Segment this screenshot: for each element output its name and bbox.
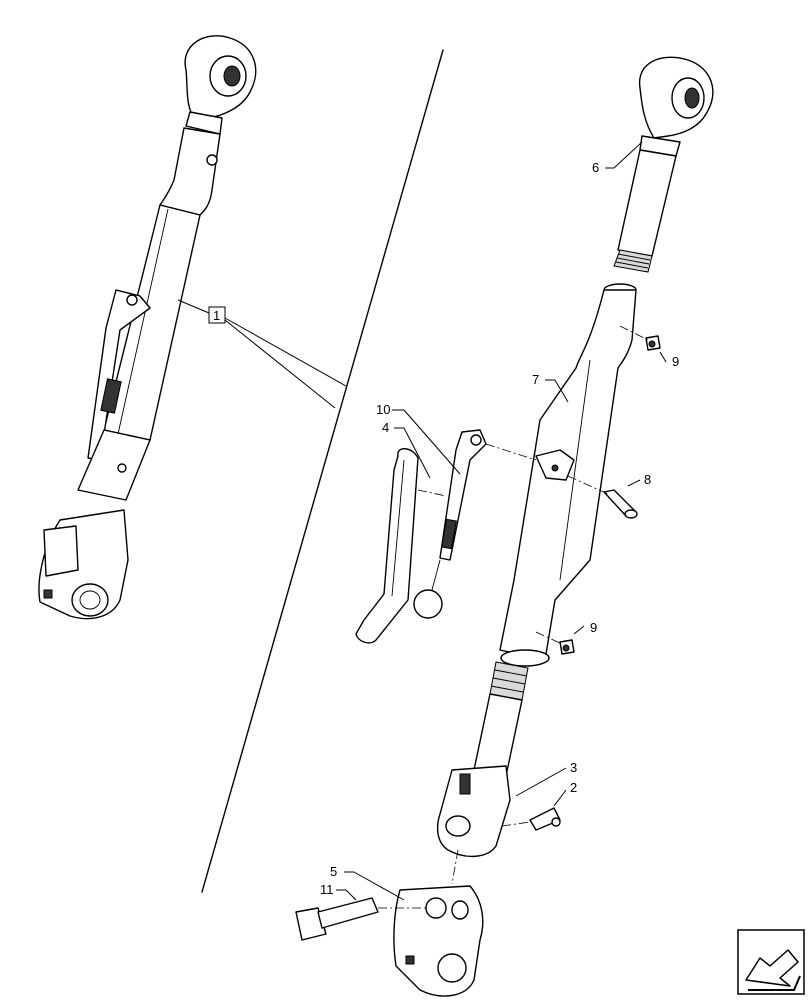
callout-1-label: 1: [213, 308, 220, 323]
callout-9-upper: 9: [672, 354, 679, 369]
divider-line: [201, 49, 444, 893]
callout-1-leader: [177, 299, 210, 314]
next-page-arrow-icon[interactable]: [737, 929, 805, 995]
callout-6: 6: [592, 160, 599, 175]
callout-10: 10: [376, 402, 390, 417]
part-5-bottom-bracket: [393, 885, 484, 997]
callout-3: 3: [570, 760, 577, 775]
part-2-linch-pin: [529, 807, 561, 831]
assembled-top-link: [38, 35, 257, 620]
callout-9-lower: 9: [590, 620, 597, 635]
callout-1-box: [208, 306, 226, 324]
callout-5: 5: [330, 864, 337, 879]
callout-8: 8: [644, 472, 651, 487]
callout-2: 2: [570, 780, 577, 795]
callout-4: 4: [382, 420, 389, 435]
part-10-lever: [413, 429, 487, 619]
tube-clamp: [535, 449, 575, 481]
callout-11: 11: [320, 882, 334, 897]
part-9-grease-nipple-upper: [645, 335, 661, 351]
part-4-retainer-clip: [355, 448, 419, 644]
part-11-pin: [295, 897, 379, 941]
part-8-pin: [603, 489, 638, 519]
part-6-ball-end: [613, 56, 714, 273]
part-3-clevis-rod: [436, 661, 529, 857]
callout-7: 7: [532, 372, 539, 387]
part-9-grease-nipple-lower: [559, 639, 575, 655]
